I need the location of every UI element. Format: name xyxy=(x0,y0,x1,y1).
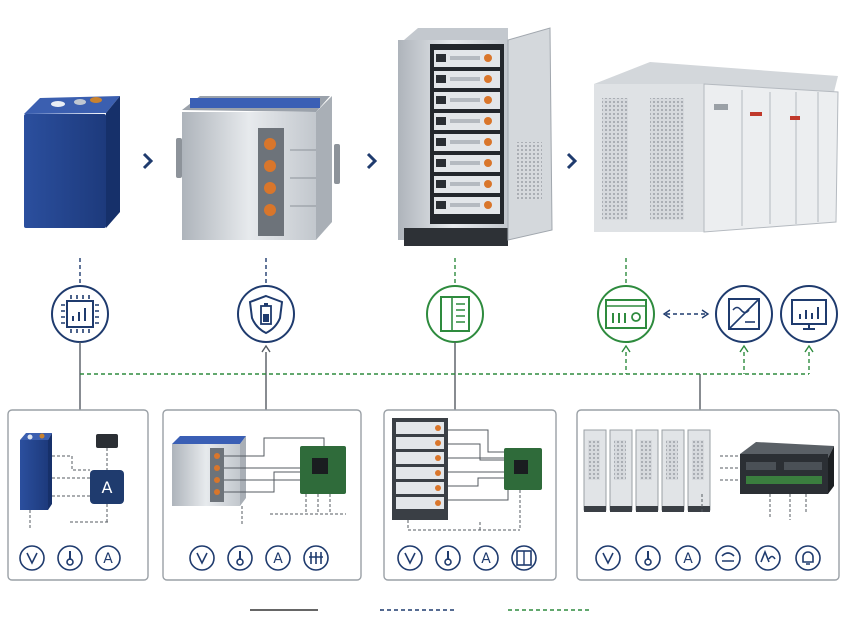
container-level-panel: A xyxy=(576,409,840,581)
bidirectional-link xyxy=(662,309,710,319)
stage-arrow-1 xyxy=(142,152,154,170)
current-icon: A xyxy=(95,545,121,571)
battery-cabinet xyxy=(398,27,553,246)
voltage-icon xyxy=(19,545,45,571)
stage-arrow-2 xyxy=(366,152,378,170)
cabinet-shelf xyxy=(434,197,500,214)
panel-cabinet-shelf xyxy=(396,452,444,464)
panel-cabinet-shelf xyxy=(396,497,444,509)
bms-chip-icon xyxy=(51,285,109,343)
battery-module xyxy=(176,96,340,240)
cabinet-level-panel: A xyxy=(383,409,557,581)
voltage-icon xyxy=(189,545,215,571)
panel-cabinet-rack xyxy=(609,429,633,512)
current-label: A xyxy=(481,551,491,567)
control-panel-icon xyxy=(426,285,484,343)
panel-cabinet-rack xyxy=(687,429,711,512)
cabinet-shelf xyxy=(434,176,500,193)
stage-arrow-3 xyxy=(566,152,578,170)
temperature-icon xyxy=(435,545,461,571)
panel-cabinet-shelf xyxy=(396,437,444,449)
cabinet-shelf xyxy=(434,92,500,109)
cell-level-panel: A A xyxy=(7,409,149,581)
chip-glyph: A xyxy=(102,478,113,497)
current-icon: A xyxy=(265,545,291,571)
current-icon: A xyxy=(675,545,701,571)
panel-cabinet-rack xyxy=(635,429,659,512)
battery-cell xyxy=(24,96,120,228)
stage-to-icon-links xyxy=(79,258,627,284)
shield-battery-icon xyxy=(237,285,295,343)
power-quality-icon xyxy=(755,545,781,571)
voltage-icon xyxy=(397,545,423,571)
cabinet-shelf xyxy=(434,134,500,151)
voltage-icon xyxy=(595,545,621,571)
energy-management-icon xyxy=(597,285,655,343)
temperature-icon xyxy=(227,545,253,571)
alarm-icon xyxy=(795,545,821,571)
power-converter-icon xyxy=(715,285,773,343)
current-label: A xyxy=(683,551,693,567)
cabinet-shelf xyxy=(434,50,500,67)
panel-cabinet-shelf xyxy=(396,422,444,434)
cabinet-shelf xyxy=(434,155,500,172)
panel-cabinet-shelf xyxy=(396,467,444,479)
contactor-icon xyxy=(511,545,537,571)
battery-container xyxy=(594,62,839,233)
current-label: A xyxy=(103,551,113,567)
monitor-chart-icon xyxy=(780,285,838,343)
panel-cabinet-rack xyxy=(661,429,685,512)
current-label: A xyxy=(273,551,283,567)
panel-cabinet-shelf xyxy=(396,482,444,494)
balancing-icon xyxy=(303,545,329,571)
cabinet-shelf xyxy=(434,113,500,130)
icon-to-bus-links xyxy=(79,342,814,410)
panel-cabinet-rack xyxy=(583,429,607,512)
temperature-icon xyxy=(57,545,83,571)
signal-icon xyxy=(715,545,741,571)
current-icon: A xyxy=(473,545,499,571)
module-level-panel: A xyxy=(162,409,362,581)
cabinet-shelf xyxy=(434,71,500,88)
temperature-icon xyxy=(635,545,661,571)
